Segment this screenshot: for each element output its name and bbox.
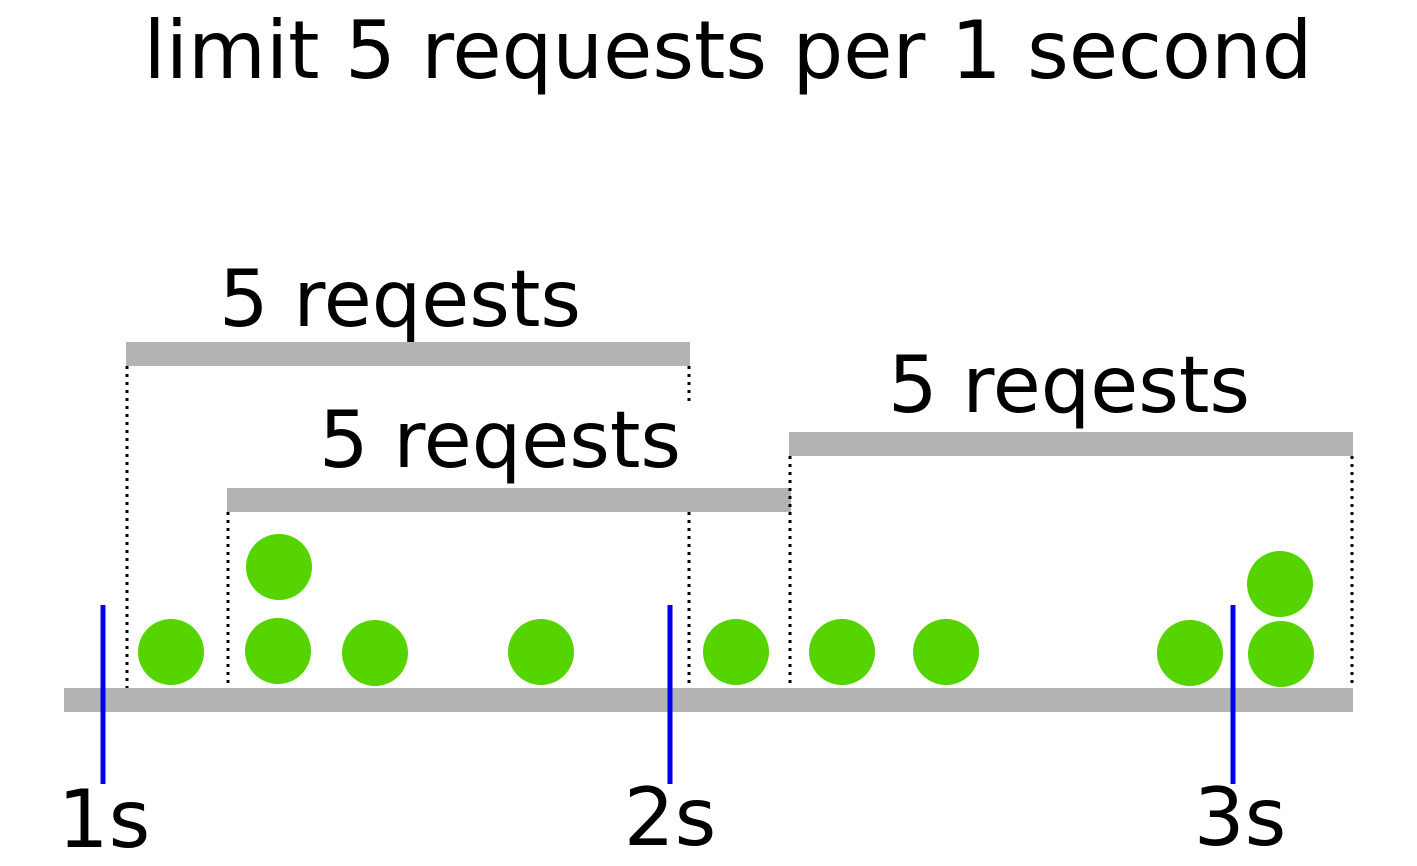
request-dot xyxy=(809,619,875,685)
window-2-bar xyxy=(227,488,791,512)
request-dot xyxy=(1157,620,1223,686)
request-dot xyxy=(138,619,204,685)
window-2-label: 5 reqests xyxy=(319,396,681,486)
tick-1s: 1s xyxy=(58,605,151,866)
request-dot xyxy=(1247,551,1313,617)
window-2: 5 reqests xyxy=(226,396,791,688)
requests xyxy=(138,534,1314,687)
tick-2s: 2s xyxy=(624,605,717,864)
window-3-label: 5 reqests xyxy=(888,341,1250,431)
tick-2s-label: 2s xyxy=(624,771,717,864)
request-dot xyxy=(913,619,979,685)
diagram-title: limit 5 requests per 1 second xyxy=(144,4,1313,97)
window-3-bar xyxy=(789,432,1353,456)
request-dot xyxy=(508,619,574,685)
request-dot xyxy=(246,534,312,600)
tick-1s-label: 1s xyxy=(58,773,151,866)
tick-3s: 3s xyxy=(1194,605,1287,864)
request-dot xyxy=(1248,621,1314,687)
window-1-label: 5 reqests xyxy=(219,255,581,345)
request-dot xyxy=(342,620,408,686)
window-3: 5 reqests xyxy=(788,341,1354,688)
request-dot xyxy=(245,618,311,684)
timeline-bar xyxy=(64,688,1353,712)
tick-3s-label: 3s xyxy=(1194,771,1287,864)
window-1: 5 reqests xyxy=(125,255,691,688)
request-dot xyxy=(703,619,769,685)
window-1-bar xyxy=(126,342,690,366)
